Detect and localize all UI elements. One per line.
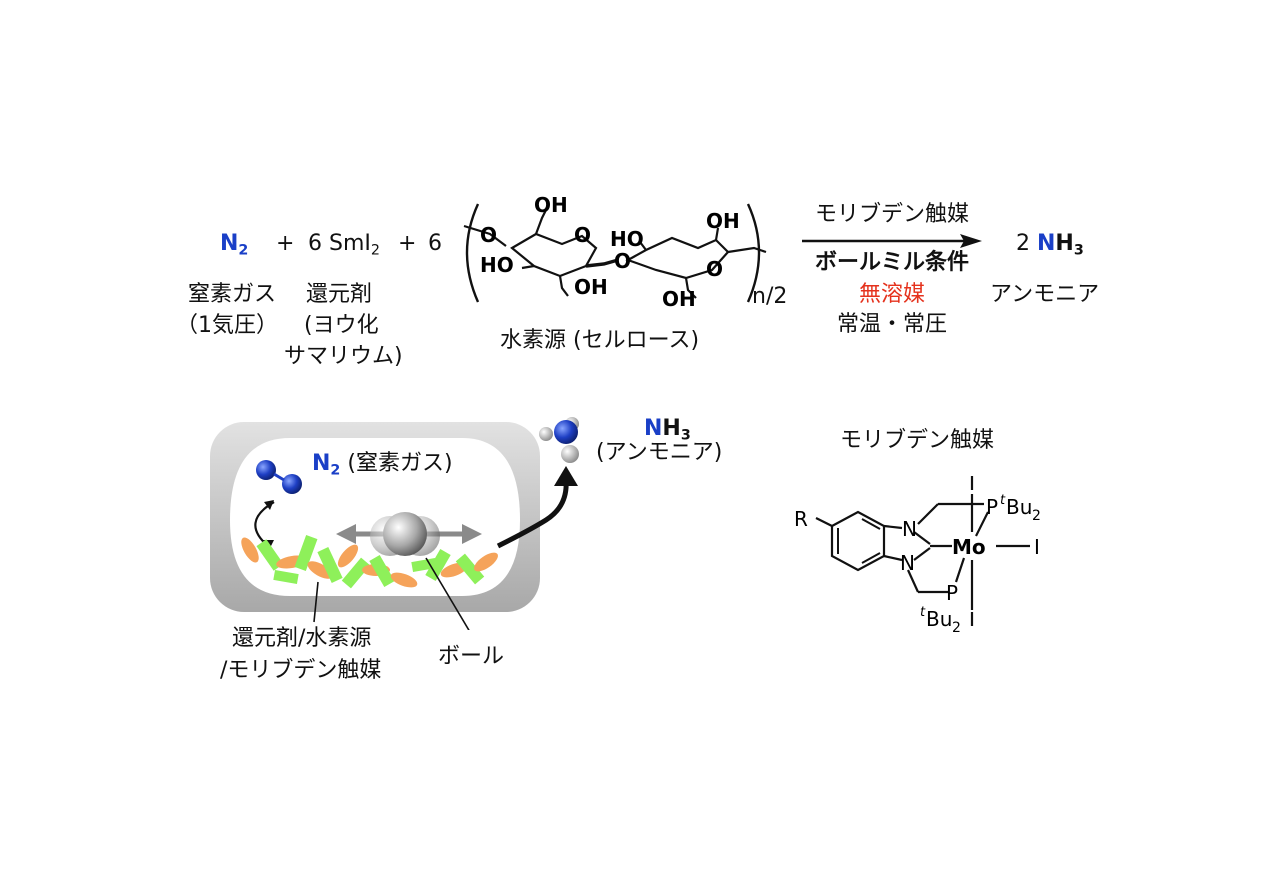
contents-leader-line (313, 581, 319, 623)
cellulose-o-ring1: O (574, 223, 591, 247)
cellulose-oh-bottom: OH (574, 275, 608, 299)
catalyst-t-lower: t (920, 605, 926, 620)
catalyst-condition: モリブデン触媒 (814, 202, 969, 227)
molybdenum-catalyst-structure: R N N Mo I P t Bu 2 P t Bu 2 (794, 476, 1041, 636)
catalyst-title: モリブデン触媒 (840, 428, 995, 453)
cellulose-oh-bottom-right: OH (662, 287, 696, 311)
reaction-arrow (802, 234, 982, 248)
nh3-coefficient: 2 (1016, 231, 1030, 256)
n2-reactant: N2 (220, 231, 248, 257)
smi2-coefficient: 6 (308, 231, 322, 256)
ballmill-diagram (210, 422, 578, 630)
n2-name-line2: （1気圧） (176, 313, 278, 338)
catalyst-bu-sub-lower: 2 (952, 620, 961, 636)
left-bracket (465, 203, 480, 303)
nh3-product: 2 NH3 (1016, 231, 1084, 257)
cellulose-coefficient: 6 (428, 231, 442, 256)
plus-sign-2: + (398, 231, 417, 256)
catalyst-r: R (794, 507, 808, 531)
mill-contents-line2: /モリブデン触媒 (220, 658, 382, 683)
cellulose-ho-left: HO (480, 253, 514, 277)
smi2-subscript: 2 (370, 242, 380, 259)
reductant-line2: (ヨウ化 (304, 313, 379, 338)
cellulose-o-left: O (480, 223, 497, 247)
nh3-exit-arrow (496, 479, 569, 549)
mixture-particles (241, 534, 498, 589)
ballmill-nh3-formula: NH3 (644, 416, 691, 442)
temperature-pressure-condition: 常温・常圧 (836, 312, 947, 337)
catalyst-n-upper: N (902, 517, 917, 541)
solvent-free-condition: 無溶媒 (858, 282, 925, 307)
cellulose-structure: O OH O HO OH O HO OH O OH (463, 193, 767, 311)
ammonia-name: アンモニア (990, 282, 1100, 307)
ballmill-condition: ボールミル条件 (814, 250, 969, 275)
cellulose-oh-top-right: OH (706, 209, 740, 233)
plus-sign-1: + (276, 231, 295, 256)
catalyst-t-upper: t (1000, 493, 1006, 508)
n-over-2-label: n/2 (752, 284, 788, 309)
ballmill-nh3-subscript: 3 (680, 427, 691, 444)
ballmill-nh3-name: (アンモニア) (596, 440, 723, 465)
catalyst-bu-lower: Bu (926, 607, 952, 631)
n2-subscript: 2 (238, 242, 249, 259)
cellulose-oh-top: OH (534, 193, 568, 217)
n2-name-line1: 窒素ガス (188, 282, 277, 307)
nh3-h-symbol: H (1055, 231, 1074, 256)
n2-symbol: N (220, 231, 239, 256)
nh3-subscript: 3 (1073, 242, 1084, 259)
ballmill-n2-label: N2 (窒素ガス) (312, 451, 453, 477)
reductant-line3: サマリウム) (284, 344, 403, 369)
catalyst-n-lower: N (900, 551, 915, 575)
catalyst-p-lower: P (946, 581, 958, 605)
cellulose-ho-mid: HO (610, 227, 644, 251)
catalyst-i-equatorial: I (1034, 535, 1040, 559)
ballmill-n2-subscript: 2 (330, 462, 341, 479)
catalyst-bu-sub-upper: 2 (1032, 508, 1041, 524)
cellulose-o-bridge: O (614, 249, 631, 273)
nh3-n-symbol: N (1037, 231, 1056, 256)
catalyst-mo: Mo (952, 535, 986, 559)
ball-label: ボール (438, 644, 505, 669)
nh3-molecule (539, 417, 579, 463)
milling-balls (370, 512, 440, 556)
mill-contents-line1: 還元剤/水素源 (232, 626, 372, 651)
ballmill-n2-name: (窒素ガス) (347, 451, 453, 476)
ballmill-n2-formula: N (312, 451, 331, 476)
cellulose-o-ring2: O (706, 257, 723, 281)
reductant-line1: 還元剤 (306, 282, 373, 307)
hydrogen-source-label: 水素源 (セルロース) (500, 328, 700, 353)
right-bracket (746, 203, 761, 303)
catalyst-p-upper: P (986, 495, 998, 519)
ball-leader-line (425, 557, 470, 630)
smi2-reactant: 6 SmI2 (308, 231, 380, 257)
smi2-symbol: SmI (329, 231, 371, 256)
catalyst-bu-upper: Bu (1006, 495, 1032, 519)
n2-molecule (256, 460, 302, 494)
ballmill-nh3-n: N (644, 416, 663, 441)
ballmill-nh3-h: H (662, 416, 681, 441)
